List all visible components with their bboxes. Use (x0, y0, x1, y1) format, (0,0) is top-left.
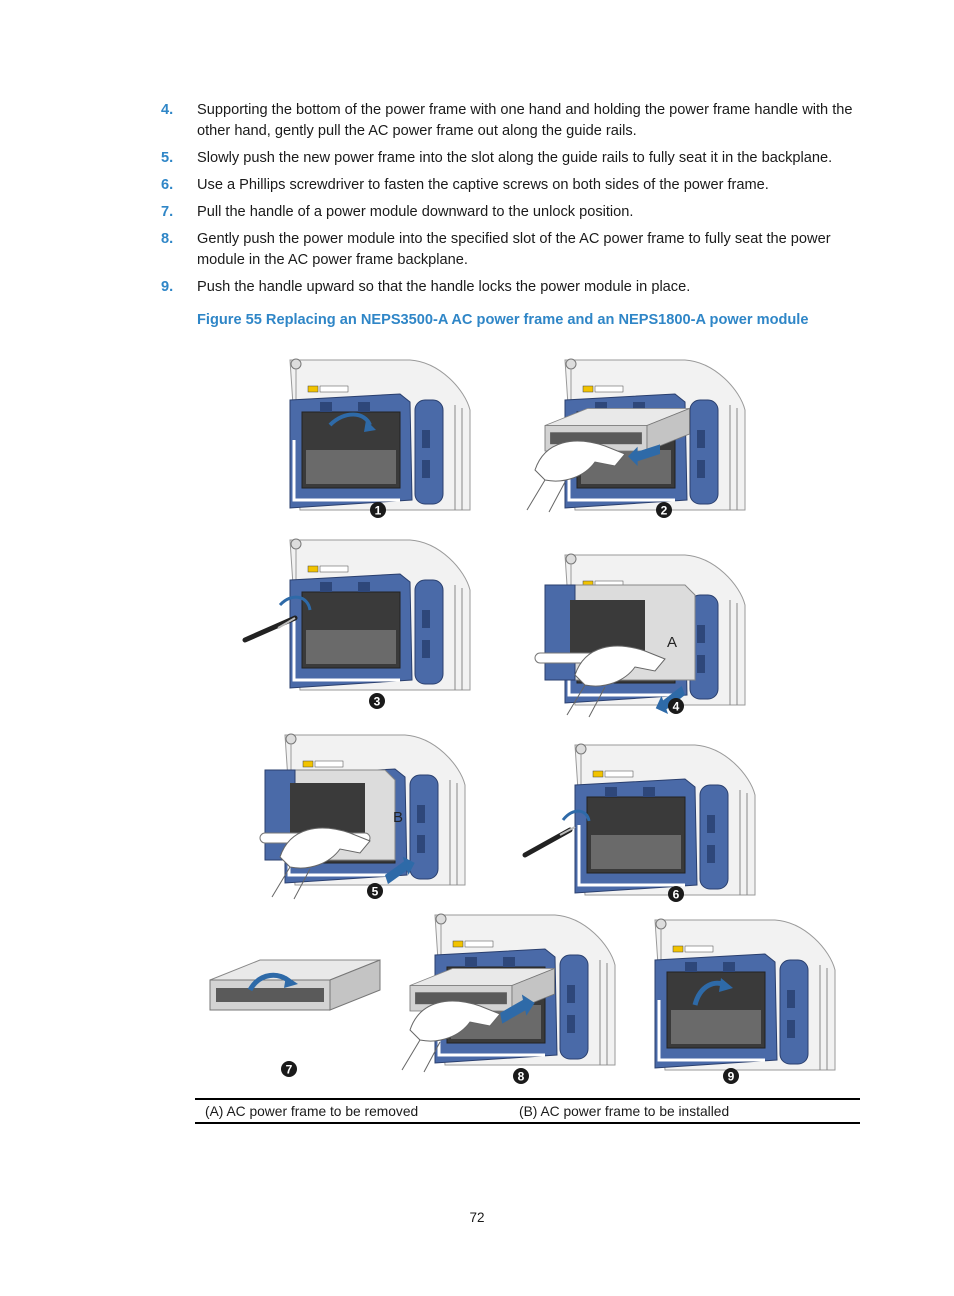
panel-2-remove-module-illustration (526, 357, 747, 513)
frame-label-a: A (667, 634, 677, 651)
step-text: Use a Phillips screwdriver to fasten the… (197, 177, 769, 193)
badge-text: 6 (673, 888, 680, 902)
figure-legend: (A) AC power frame to be removed (B) AC … (195, 1098, 860, 1124)
panel-4-remove-frame-illustration (534, 552, 747, 718)
page-number: 72 (469, 1210, 485, 1225)
panel-7-unlock-handle-illustration (209, 959, 381, 1011)
badge-text: 3 (374, 695, 381, 709)
panel-number-badge: 6 (668, 886, 684, 902)
panel-number-badge: 5 (367, 883, 383, 899)
badge-text: 4 (673, 700, 680, 714)
step-number: 9. (161, 279, 174, 295)
panel-number-badge: 1 (370, 502, 386, 518)
badge-text: 8 (518, 1070, 525, 1084)
panel-8-insert-module-illustration (401, 912, 617, 1073)
panel-number-badge: 7 (281, 1061, 297, 1077)
badge-text: 5 (372, 885, 379, 899)
procedure-steps: 4. Supporting the bottom of the power fr… (161, 100, 871, 304)
frame-label-b: B (393, 809, 403, 826)
step-text: Pull the handle of a power module downwa… (197, 204, 634, 220)
step-text: Gently push the power module into the sp… (197, 231, 831, 268)
step-number: 6. (161, 177, 174, 193)
badge-text: 7 (286, 1063, 293, 1077)
step-item: 4. Supporting the bottom of the power fr… (161, 100, 871, 142)
panel-9-lock-handle-illustration (653, 917, 837, 1072)
figure-caption: Figure 55 Replacing an NEPS3500-A AC pow… (197, 312, 809, 328)
step-item: 8. Gently push the power module into the… (161, 229, 871, 271)
step-item: 7. Pull the handle of a power module dow… (161, 202, 871, 223)
step-text: Slowly push the new power frame into the… (197, 150, 833, 166)
step-text: Supporting the bottom of the power frame… (197, 102, 853, 139)
step-number: 7. (161, 204, 174, 220)
step-item: 6. Use a Phillips screwdriver to fasten … (161, 175, 871, 196)
step-number: 8. (161, 231, 174, 247)
panel-number-badge: 2 (656, 502, 672, 518)
panel-number-badge: 8 (513, 1068, 529, 1084)
step-number: 4. (161, 102, 174, 118)
badge-text: 9 (728, 1070, 735, 1084)
panel-3-loosen-screws-illustration (242, 537, 472, 692)
step-number: 5. (161, 150, 174, 166)
legend-item-b: (B) AC power frame to be installed (519, 1104, 730, 1119)
panel-5-install-frame-illustration (259, 732, 467, 900)
panel-6-tighten-screws-illustration (522, 742, 757, 897)
badge-text: 2 (661, 504, 668, 518)
badge-text: 1 (375, 504, 382, 518)
step-text: Push the handle upward so that the handl… (197, 279, 691, 295)
replacement-figure: A B 1 2 3 4 5 6 7 8 9 (209, 357, 837, 1084)
panel-number-badge: 3 (369, 693, 385, 709)
step-item: 9. Push the handle upward so that the ha… (161, 277, 871, 298)
panel-1-pull-handle-illustration (288, 357, 472, 512)
legend-item-a: (A) AC power frame to be removed (205, 1104, 419, 1119)
step-item: 5. Slowly push the new power frame into … (161, 148, 871, 169)
panel-number-badge: 9 (723, 1068, 739, 1084)
panel-number-badge: 4 (668, 698, 684, 714)
